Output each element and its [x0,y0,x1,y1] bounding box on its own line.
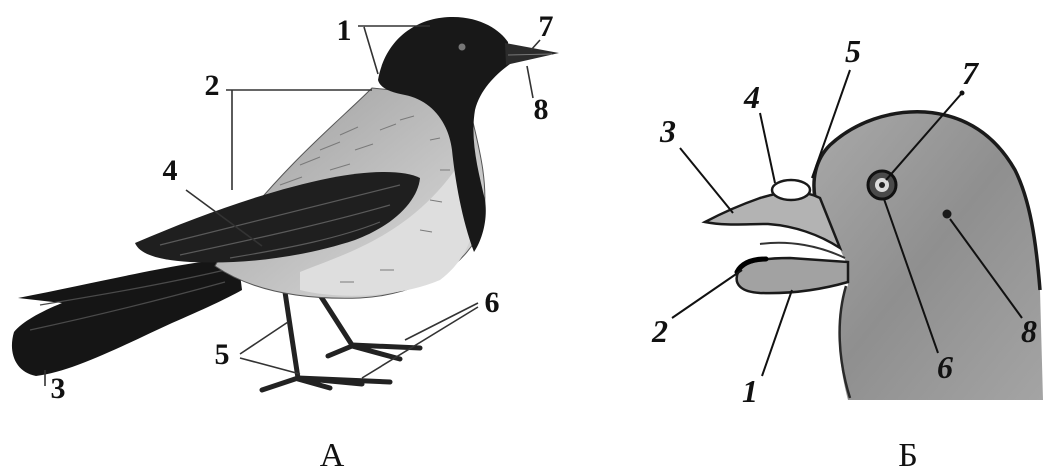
pigeon-eye-pupil [879,182,885,188]
label-b-8: 8 [1021,313,1037,349]
label-a-5: 5 [215,338,230,371]
label-a-3: 3 [51,372,66,405]
label-a-7: 7 [539,10,554,43]
crow-leg-back [285,292,298,378]
label-b-4: 4 [743,79,760,115]
crow-foot-back [262,378,390,390]
pigeon-cere [772,180,810,200]
label-a-1: 1 [337,14,352,47]
leader-a-8 [527,66,533,98]
pigeon-head [814,112,1043,400]
crow-foot-front [328,345,420,359]
leader-b-1 [762,290,792,376]
label-b-5: 5 [845,33,861,69]
crow-tail [12,258,242,376]
label-b-1: 1 [742,373,758,409]
label-a-8: 8 [534,93,549,126]
leader-a-6 [362,303,478,378]
pigeon-upper-beak [705,192,840,248]
label-b-2: 2 [651,313,668,349]
leader-b-3 [680,148,733,213]
label-b-3: 3 [659,113,676,149]
label-b-7: 7 [962,55,980,91]
figure-a-caption: А [320,437,345,472]
pigeon-ear-spot [943,210,952,219]
label-b-6: 6 [937,349,953,385]
figure-a-crow: 1 2 3 4 5 6 7 8 А [12,10,559,472]
pigeon-lower-beak [737,258,848,293]
pigeon-mouth-line [760,243,845,258]
label-a-4: 4 [163,154,178,187]
leader-b-4 [760,113,775,183]
figure-b-caption: Б [898,437,918,472]
figure-b-pigeon-head: 1 2 3 4 5 6 7 8 Б [651,33,1043,472]
leader-b-7-dot [960,91,965,96]
crow-legs [262,292,420,390]
crow-leg-front [318,292,352,345]
crow-eye [459,44,466,51]
label-a-2: 2 [205,69,220,102]
label-a-6: 6 [485,286,500,319]
leader-b-2 [672,270,742,318]
